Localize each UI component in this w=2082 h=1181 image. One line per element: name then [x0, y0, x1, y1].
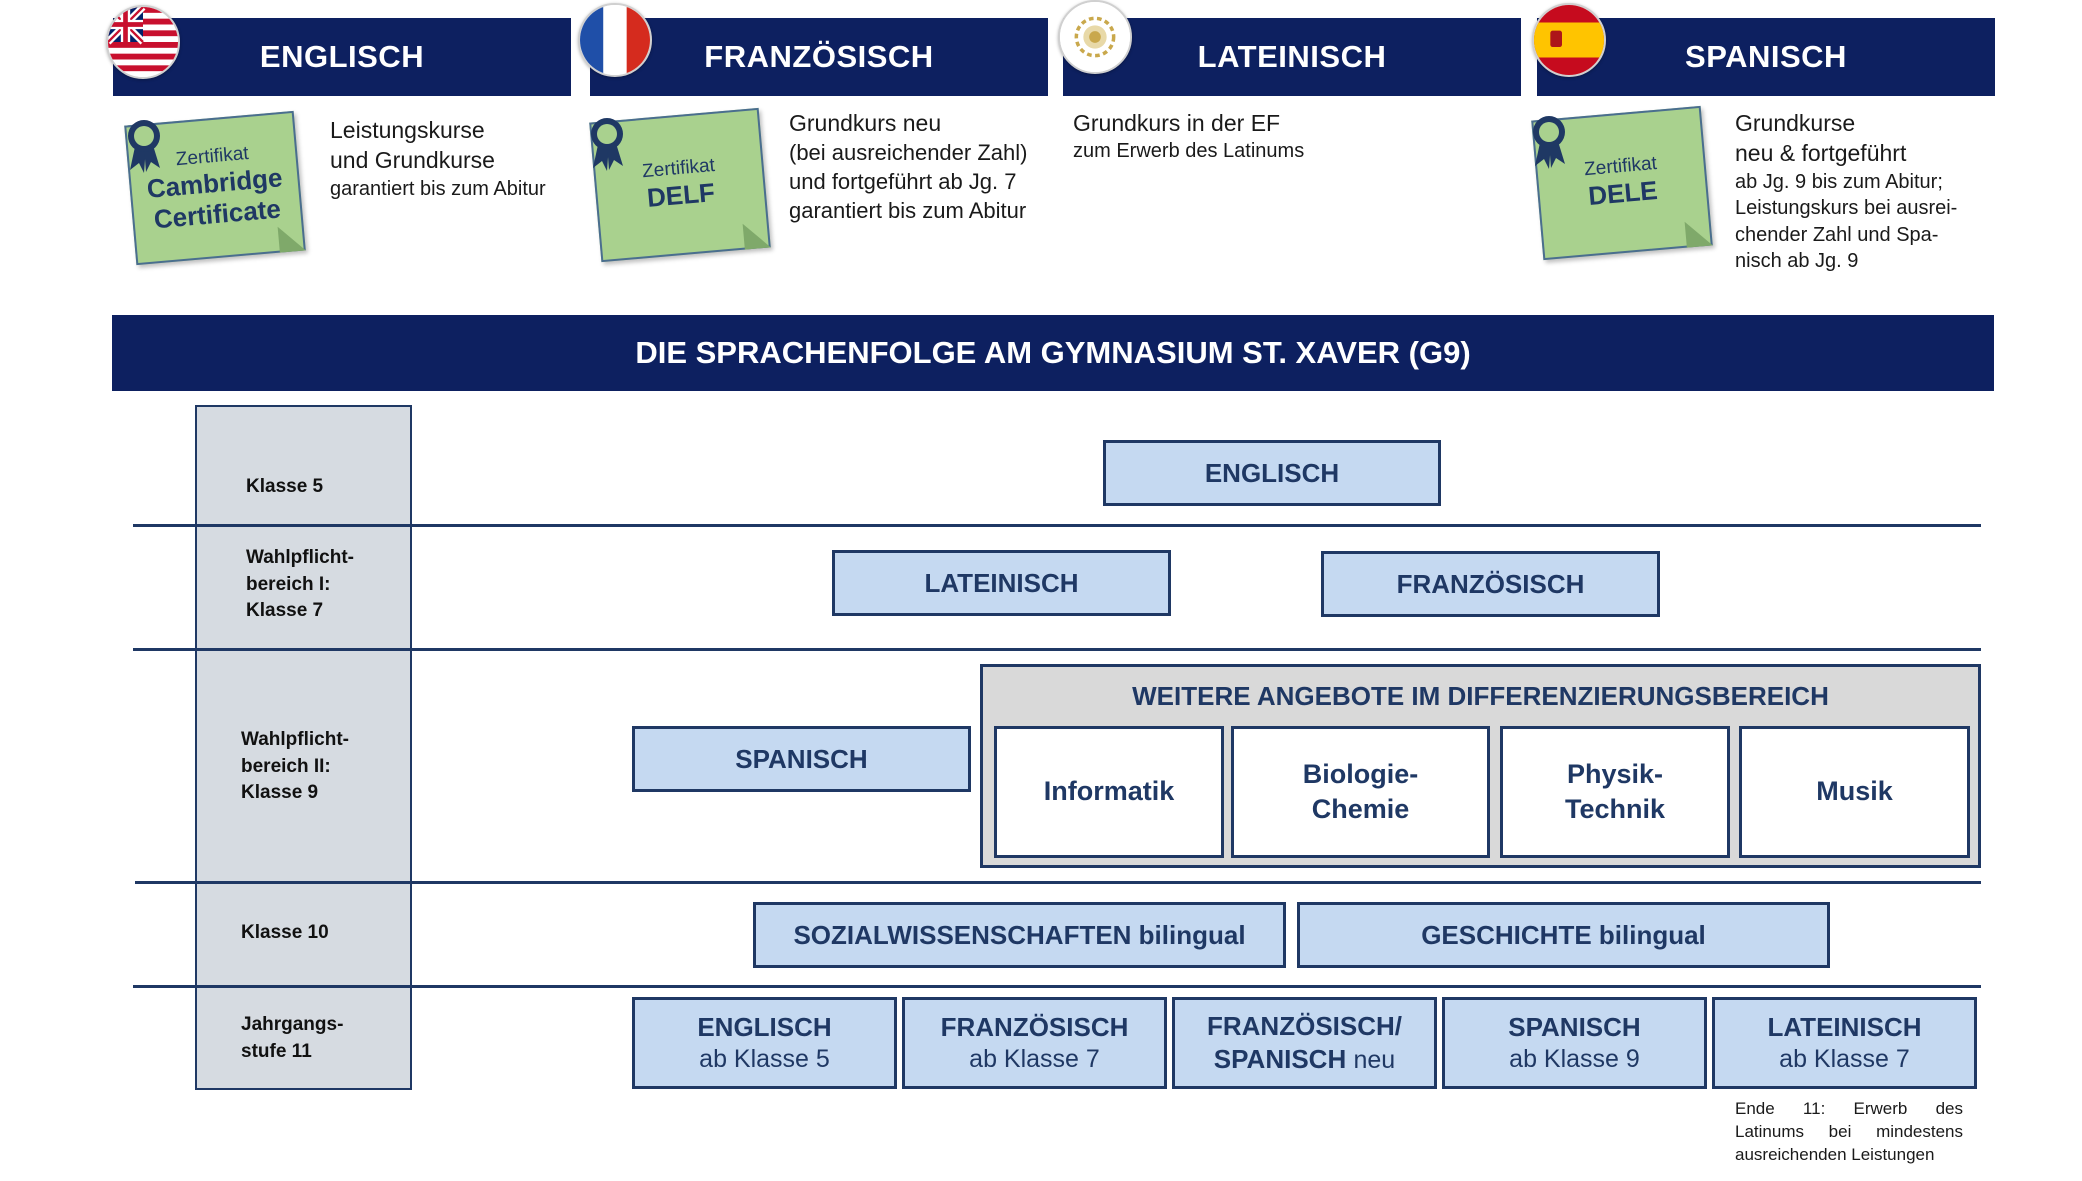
info-english: Leistungskurse und Grundkurse garantiert…: [330, 115, 570, 202]
subject-k5-english: ENGLISCH: [1103, 440, 1441, 506]
header-spanish: SPANISCH: [1537, 18, 1995, 96]
info-spanish: Grundkurse neu & fortgeführt ab Jg. 9 bi…: [1735, 108, 1995, 274]
info-line: zum Erwerb des Latinums: [1073, 140, 1305, 163]
subject-jg11-english: ENGLISCH ab Klasse 5: [632, 997, 897, 1089]
subject-label: ENGLISCH: [697, 1012, 832, 1043]
page-title: DIE SPRACHENFOLGE AM GYMNASIUM ST. XAVER…: [635, 335, 1471, 370]
header-english: ENGLISCH: [113, 18, 571, 96]
further-physik-technik: Physik- Technik: [1500, 726, 1730, 858]
info-line: neu & fortgeführt: [1735, 140, 1907, 167]
subject-k7-french: FRANZÖSISCH: [1321, 551, 1660, 617]
certificate-name: DELF: [645, 177, 717, 214]
latinum-footnote: Ende 11: Erwerb des Latinums bei mindest…: [1735, 1099, 1963, 1164]
subject-k7-latin: LATEINISCH: [832, 550, 1171, 616]
subject-sublabel: ab Klasse 9: [1509, 1044, 1640, 1073]
row-divider: [135, 881, 1981, 884]
certificate-name: DELE: [1587, 175, 1659, 212]
info-line: und Grundkurse: [330, 147, 495, 174]
subject-sublabel: ab Klasse 5: [699, 1044, 830, 1073]
further-biologie-chemie: Biologie- Chemie: [1231, 726, 1490, 858]
laurel-wreath-icon: [1058, 0, 1132, 74]
subject-k9-spanish: SPANISCH: [632, 726, 971, 792]
further-informatik: Informatik: [994, 726, 1224, 858]
subject-sublabel: ab Klasse 7: [1779, 1044, 1910, 1073]
info-line: und fortgeführt ab Jg. 7: [789, 169, 1017, 195]
grade-label-wahlpflicht-2: Wahlpflicht- bereich II: Klasse 9: [241, 729, 349, 804]
row-divider: [133, 524, 1981, 527]
subject-label-line2: SPANISCH neu: [1214, 1043, 1395, 1076]
header-latin: LATEINISCH: [1063, 18, 1521, 96]
subject-jg11-latin: LATEINISCH ab Klasse 7: [1712, 997, 1977, 1089]
row-divider: [133, 648, 1981, 651]
subject-label: GESCHICHTE bilingual: [1421, 919, 1706, 950]
grade-column: [195, 405, 412, 1090]
subject-label: FRANZÖSISCH: [1396, 568, 1585, 599]
subject-label: FRANZÖSISCH/: [1207, 1011, 1402, 1042]
subject-jg11-spanish: SPANISCH ab Klasse 9: [1442, 997, 1707, 1089]
info-line: garantiert bis zum Abitur: [330, 177, 546, 200]
main-title-bar: DIE SPRACHENFOLGE AM GYMNASIUM ST. XAVER…: [112, 315, 1994, 391]
info-line: chender Zahl und Spa-: [1735, 223, 1939, 246]
info-line: garantiert bis zum Abitur: [789, 198, 1027, 224]
info-line: Grundkurs neu: [789, 110, 942, 136]
info-line: ab Jg. 9 bis zum Abitur;: [1735, 170, 1943, 193]
france-flag-icon: [578, 3, 652, 77]
subject-label: LATEINISCH: [1767, 1012, 1922, 1043]
subject-sublabel: ab Klasse 7: [969, 1044, 1100, 1073]
subject-label: SPANISCH: [1213, 1043, 1347, 1074]
info-line: (bei ausreichender Zahl): [789, 140, 1028, 166]
info-line: Grundkurs in der EF: [1073, 110, 1281, 136]
info-line: Leistungskurse: [330, 117, 485, 143]
subject-jg11-french-spanish: FRANZÖSISCH/ SPANISCH neu: [1172, 997, 1437, 1089]
info-line: Grundkurse: [1735, 110, 1856, 136]
subject-label: FRANZÖSISCH: [940, 1012, 1129, 1043]
info-french: Grundkurs neu (bei ausreichender Zahl) u…: [789, 108, 1049, 225]
award-rosette-icon: [128, 120, 160, 173]
subject-label: LATEINISCH: [924, 567, 1079, 598]
info-line: nisch ab Jg. 9: [1735, 249, 1859, 272]
subject-label: SPANISCH: [735, 743, 868, 774]
header-english-label: ENGLISCH: [259, 39, 425, 74]
grade-label-klasse-5: Klasse 5: [246, 476, 324, 497]
header-spanish-label: SPANISCH: [1685, 39, 1847, 74]
subject-label: SOZIALWISSENSCHAFTEN bilingual: [793, 919, 1246, 950]
info-line: Leistungskurs bei ausrei-: [1735, 197, 1958, 220]
subject-k10-history-bilingual: GESCHICHTE bilingual: [1297, 902, 1830, 968]
subject-label: ENGLISCH: [1204, 457, 1340, 488]
further-offers-title: WEITERE ANGEBOTE IM DIFFERENZIERUNGSBERE…: [1132, 681, 1829, 711]
spain-flag-icon: [1532, 3, 1606, 77]
subject-label: SPANISCH: [1508, 1012, 1641, 1043]
award-rosette-icon: [1533, 116, 1565, 169]
uk-flag-icon: [106, 5, 180, 79]
grade-label-klasse-10: Klasse 10: [241, 922, 329, 943]
header-french-label: FRANZÖSISCH: [704, 39, 934, 74]
info-latin: Grundkurs in der EF zum Erwerb des Latin…: [1073, 108, 1373, 165]
row-divider: [133, 985, 1981, 988]
further-musik: Musik: [1739, 726, 1970, 858]
grade-label-jahrgangsstufe-11: Jahrgangs- stufe 11: [241, 1014, 344, 1062]
subject-k10-social-sciences-bilingual: SOZIALWISSENSCHAFTEN bilingual: [753, 902, 1286, 968]
subject-sublabel: neu: [1353, 1045, 1396, 1074]
subject-jg11-french: FRANZÖSISCH ab Klasse 7: [902, 997, 1167, 1089]
award-rosette-icon: [591, 118, 623, 171]
header-french: FRANZÖSISCH: [590, 18, 1048, 96]
header-latin-label: LATEINISCH: [1197, 39, 1387, 74]
grade-label-wahlpflicht-1: Wahlpflicht- bereich I: Klasse 7: [246, 547, 354, 622]
